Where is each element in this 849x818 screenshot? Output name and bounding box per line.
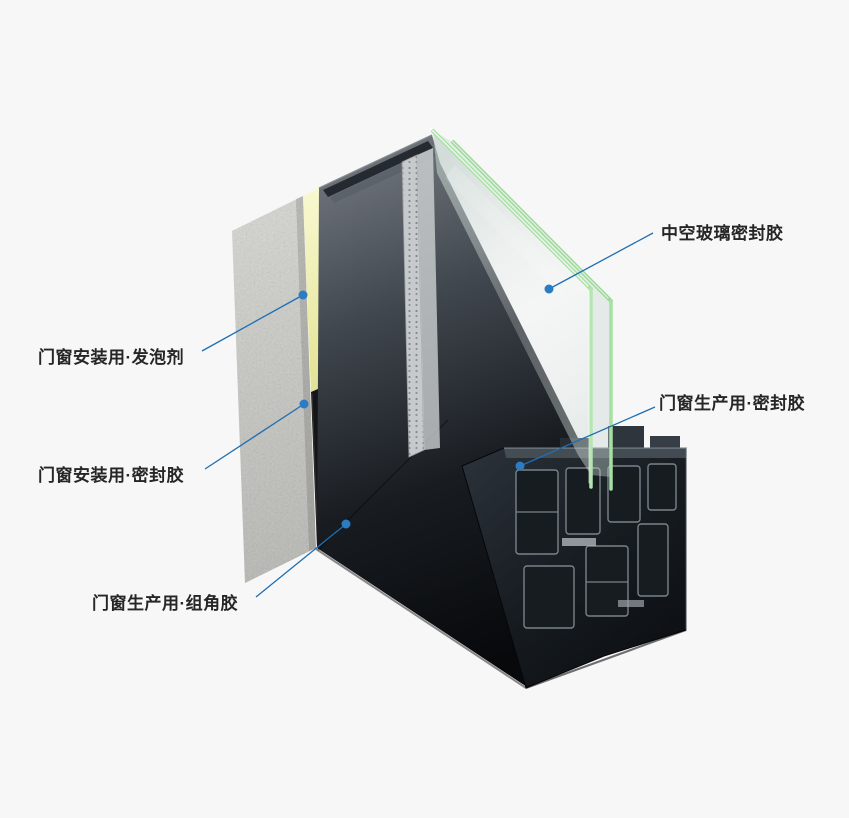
thermal-break-bar	[618, 600, 644, 607]
callout-dot-install-foaming-agent	[298, 290, 308, 300]
callout-dot-production-corner-adhesive	[341, 519, 351, 529]
callouts	[201, 232, 656, 598]
leader-install-foaming-agent	[201, 294, 304, 352]
leader-production-sealant	[519, 406, 656, 467]
concrete-wall	[232, 192, 316, 583]
callout-dots	[298, 284, 554, 529]
label-insulating-glass-sealant: 中空玻璃密封胶	[661, 224, 784, 243]
label-install-foaming-agent: 门窗安装用·发泡剂	[38, 348, 185, 367]
label-production-sealant: 门窗生产用·密封胶	[659, 394, 806, 413]
callout-dot-install-sealant	[299, 399, 309, 409]
glass-sheen	[445, 165, 570, 295]
callout-dot-production-sealant	[515, 461, 525, 471]
thermal-break-bar	[562, 538, 596, 546]
profile-cross-section	[461, 426, 687, 689]
glass-pane-inner-face	[433, 131, 591, 475]
label-production-corner-adhesive: 门窗生产用·组角胶	[92, 594, 239, 613]
glass-unit	[429, 127, 613, 491]
leader-insulating-glass-sealant	[548, 232, 654, 290]
spacer-bar	[401, 148, 440, 458]
leader-production-corner-adhesive	[255, 523, 347, 598]
label-install-sealant: 门窗安装用·密封胶	[38, 466, 185, 485]
callout-dot-insulating-glass-sealant	[544, 284, 554, 294]
glass-pane-outer-face	[591, 289, 611, 477]
leader-install-sealant	[204, 403, 305, 470]
